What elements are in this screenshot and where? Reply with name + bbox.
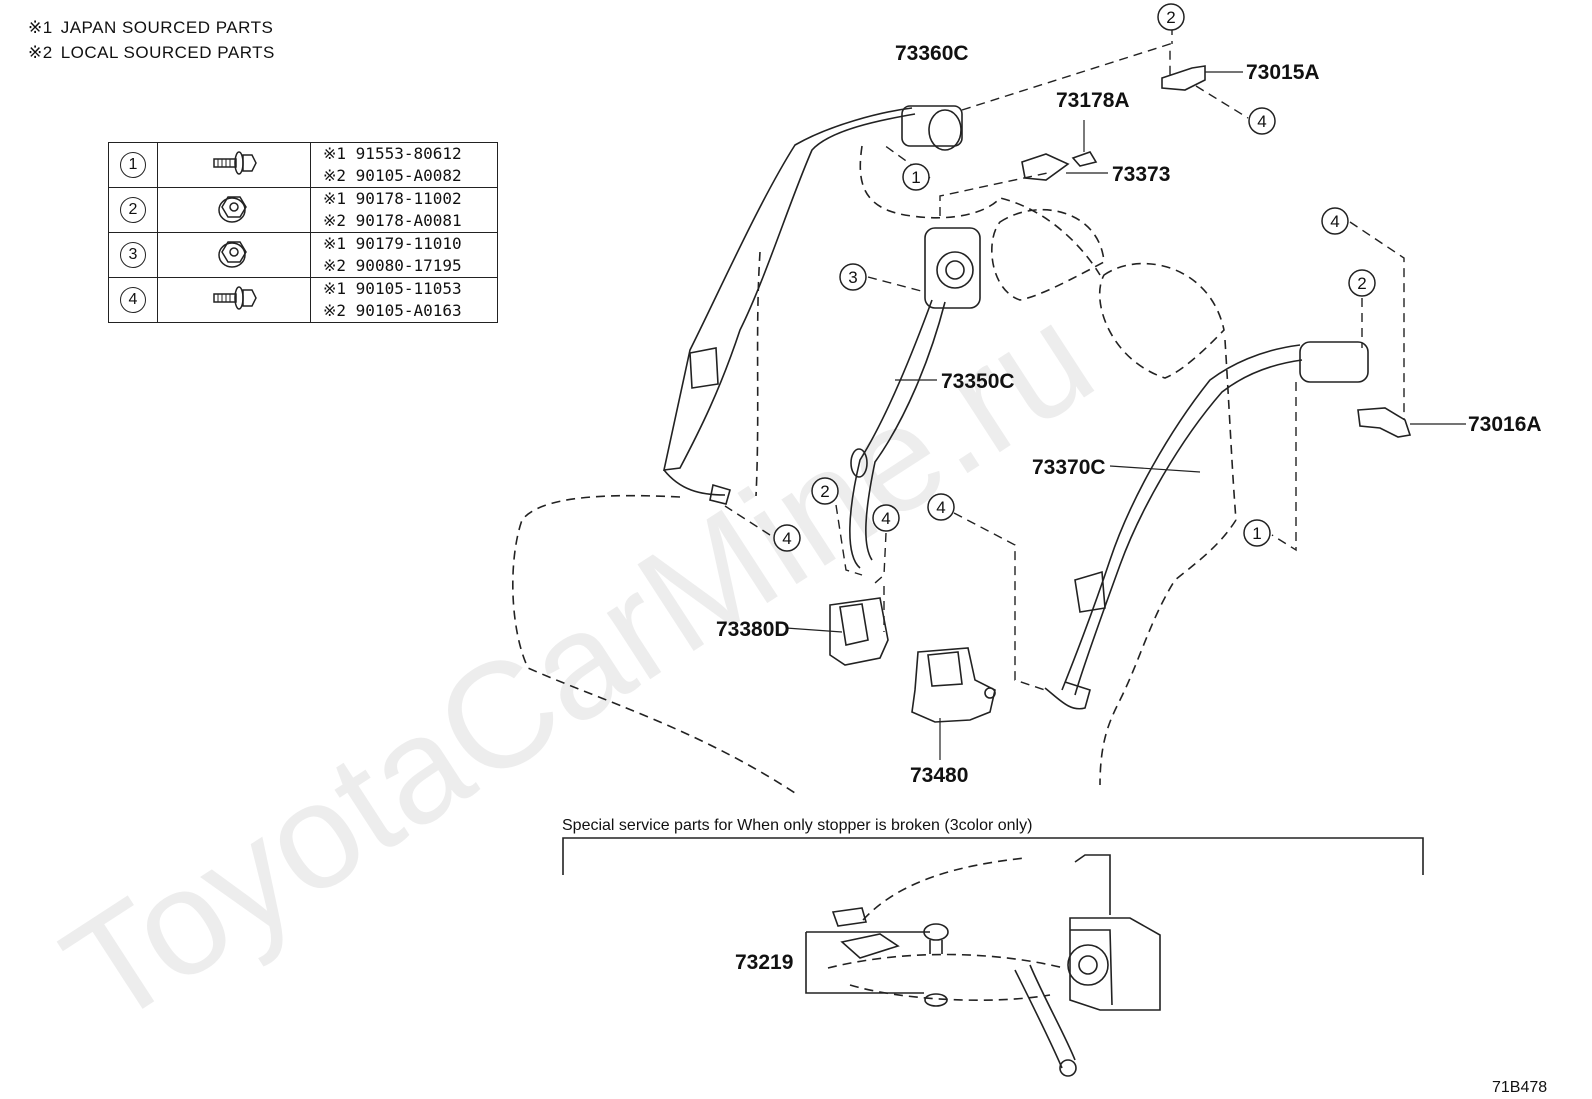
part-number-local: ※2 90080-17195 <box>323 256 462 275</box>
special-service-note: Special service parts for When only stop… <box>562 817 1032 834</box>
callout-2-right <box>1348 269 1376 297</box>
row-number: 1 <box>120 152 146 178</box>
retractor-73360c <box>901 105 963 147</box>
part-number-japan: ※1 90178-11002 <box>323 189 462 208</box>
belt-73350c <box>849 299 946 569</box>
callout-4-left <box>773 524 801 552</box>
callout-3-label: 3 <box>848 268 857 287</box>
label-73178a: 73178A <box>1056 89 1130 112</box>
callout-4-left-label: 4 <box>782 529 791 548</box>
table-row: 4 ※1 90105-11053 ※2 90105-A0163 <box>108 277 498 323</box>
diagram-code: 71B478 <box>1492 1079 1547 1096</box>
callout-2-center-label: 2 <box>820 482 829 501</box>
label-73373: 73373 <box>1112 163 1170 186</box>
belt-73370c <box>1061 344 1303 696</box>
callout-4-top-label: 4 <box>1257 112 1266 131</box>
table-row: 3 ※1 90179-11010 ※2 90080-17195 <box>108 232 498 278</box>
label-73480: 73480 <box>910 764 968 787</box>
table-row: 1 ※1 91553-80612 ※2 90105-A0082 <box>108 142 498 188</box>
headrest-center <box>991 208 1105 301</box>
flange-nut-icon <box>214 196 254 229</box>
seat-cushion-outline <box>512 494 799 796</box>
part-number-local: ※2 90105-A0082 <box>323 166 462 185</box>
buckle-73380d <box>829 597 889 666</box>
row-number: 3 <box>120 242 146 268</box>
callout-1-left <box>902 163 930 191</box>
special-service-frame <box>562 837 1424 875</box>
part-number-local: ※2 90178-A0081 <box>323 211 462 230</box>
retractor-73370c <box>1299 341 1369 383</box>
label-73016a: 73016A <box>1468 413 1542 436</box>
callout-2-right-label: 2 <box>1357 274 1366 293</box>
seat-back-left-edge <box>755 251 761 497</box>
label-73219: 73219 <box>735 951 793 974</box>
callout-2-center <box>811 477 839 505</box>
bolt-with-washer-icon <box>210 286 258 317</box>
callout-1-right-label: 1 <box>1252 524 1261 543</box>
headrest-right <box>1098 262 1225 379</box>
callout-4-center-label: 4 <box>881 509 890 528</box>
callout-4-right-label: 4 <box>1330 212 1339 231</box>
callout-1-right <box>1243 519 1271 547</box>
belt-73360c <box>662 107 916 471</box>
bracket-73016a <box>1357 407 1412 438</box>
label-73360c: 73360C <box>895 42 969 65</box>
bracket-73015a <box>1161 65 1206 91</box>
label-73015a: 73015A <box>1246 61 1320 84</box>
clip-73178a <box>1071 151 1098 167</box>
bolt-with-washer-icon <box>210 151 258 182</box>
label-73380d: 73380D <box>716 618 790 641</box>
callout-1-left-label: 1 <box>911 168 920 187</box>
row-number: 2 <box>120 197 146 223</box>
callout-2-top <box>1157 3 1185 31</box>
part-number-japan: ※1 90179-11010 <box>323 234 462 253</box>
seat-back-right-outline <box>1099 519 1237 786</box>
fastener-table: 1 ※1 91553-80612 ※2 90105-A0082 2 ※1 9017… <box>108 142 498 323</box>
part-number-japan: ※1 90105-11053 <box>323 279 462 298</box>
callout-3 <box>839 263 867 291</box>
flange-nut-icon <box>214 241 254 274</box>
callout-4-top <box>1248 107 1276 135</box>
seat-back-left-outline <box>859 145 1101 276</box>
callout-4-center <box>872 504 900 532</box>
callout-4-right <box>1321 207 1349 235</box>
buckle-73480 <box>911 647 996 723</box>
retractor-73350c <box>924 227 981 309</box>
callout-4-mid <box>927 493 955 521</box>
callout-2-top-label: 2 <box>1166 8 1175 27</box>
cover-73373 <box>1021 153 1070 181</box>
part-number-japan: ※1 91553-80612 <box>323 144 462 163</box>
part-number-local: ※2 90105-A0163 <box>323 301 462 320</box>
label-73350c: 73350C <box>941 370 1015 393</box>
row-number: 4 <box>120 287 146 313</box>
label-73370c: 73370C <box>1032 456 1106 479</box>
callout-4-mid-label: 4 <box>936 498 945 517</box>
stopper-detail <box>805 854 1161 1077</box>
